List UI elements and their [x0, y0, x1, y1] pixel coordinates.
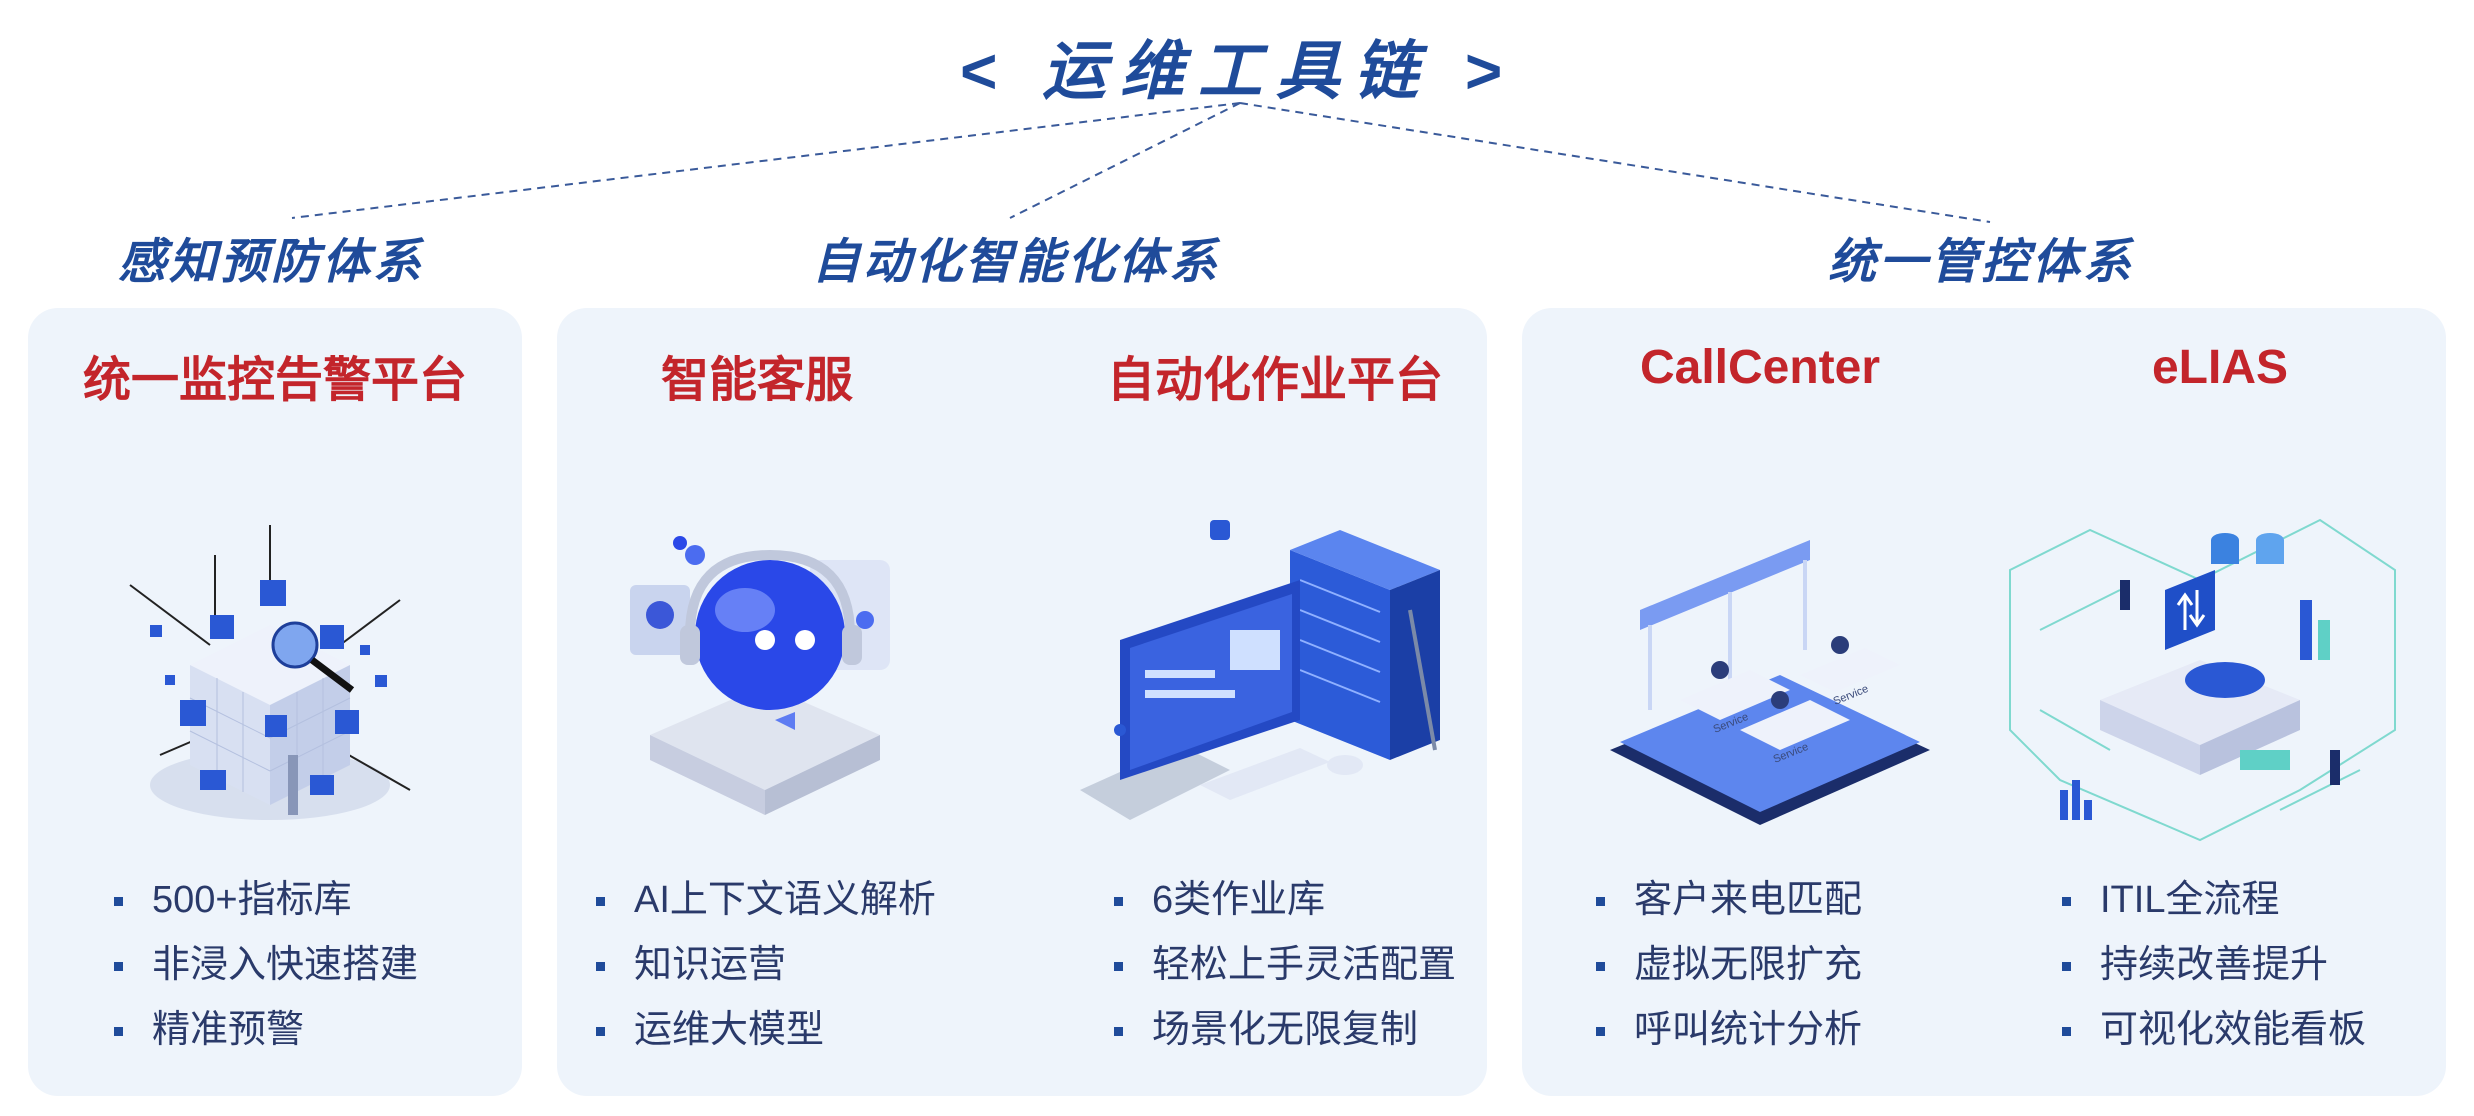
callcenter-illustration: Service Service Service — [1610, 540, 1930, 825]
feature-item: 持续改善提升 — [2060, 933, 2366, 998]
feature-item: 6类作业库 — [1112, 868, 1456, 933]
tool-title-smart-service: 智能客服 — [660, 354, 853, 407]
tool-title-callcenter: CallCenter — [1639, 341, 1881, 394]
feature-item: 精准预警 — [112, 998, 418, 1063]
feature-list-automation-platform: 6类作业库 轻松上手灵活配置 场景化无限复制 — [1112, 868, 1456, 1063]
feature-item: 知识运营 — [594, 933, 936, 998]
feature-item: 500+指标库 — [112, 868, 418, 933]
feature-item: 可视化效能看板 — [2060, 998, 2366, 1063]
feature-list-callcenter: 客户来电匹配 虚拟无限扩充 呼叫统计分析 — [1594, 868, 1862, 1063]
feature-list-monitoring: 500+指标库 非浸入快速搭建 精准预警 — [112, 868, 418, 1063]
feature-item: 运维大模型 — [594, 998, 936, 1063]
feature-list-smart-service: AI上下文语义解析 知识运营 运维大模型 — [594, 868, 936, 1063]
feature-item: ITIL全流程 — [2060, 868, 2366, 933]
automation-screen-illustration — [1080, 520, 1440, 820]
feature-item: 呼叫统计分析 — [1594, 998, 1862, 1063]
elias-platform-illustration — [2009, 518, 2396, 842]
page-title: < 运维工具链 > — [958, 35, 1516, 107]
feature-item: 客户来电匹配 — [1594, 868, 1862, 933]
feature-list-elias: ITIL全流程 持续改善提升 可视化效能看板 — [2060, 868, 2366, 1063]
feature-item: 非浸入快速搭建 — [112, 933, 418, 998]
connector-line-right — [1239, 102, 1991, 223]
feature-item: 虚拟无限扩充 — [1594, 933, 1862, 998]
tool-title-monitoring: 统一监控告警平台 — [82, 354, 467, 407]
robot-service-illustration — [630, 536, 890, 815]
tool-title-automation-platform: 自动化作业平台 — [1106, 354, 1443, 407]
connector-line-middle — [1009, 102, 1241, 219]
cube-blocks-illustration — [129, 525, 411, 820]
feature-item: AI上下文语义解析 — [594, 868, 936, 933]
tool-title-elias: eLIAS — [2151, 341, 2289, 394]
connector-lines — [291, 102, 1991, 223]
group-title-unified-control: 统一管控体系 — [1828, 236, 2135, 289]
group-title-automation: 自动化智能化体系 — [812, 236, 1221, 289]
group-title-perception: 感知预防体系 — [118, 236, 425, 289]
feature-item: 轻松上手灵活配置 — [1112, 933, 1456, 998]
feature-item: 场景化无限复制 — [1112, 998, 1456, 1063]
connector-line-left — [291, 102, 1241, 219]
